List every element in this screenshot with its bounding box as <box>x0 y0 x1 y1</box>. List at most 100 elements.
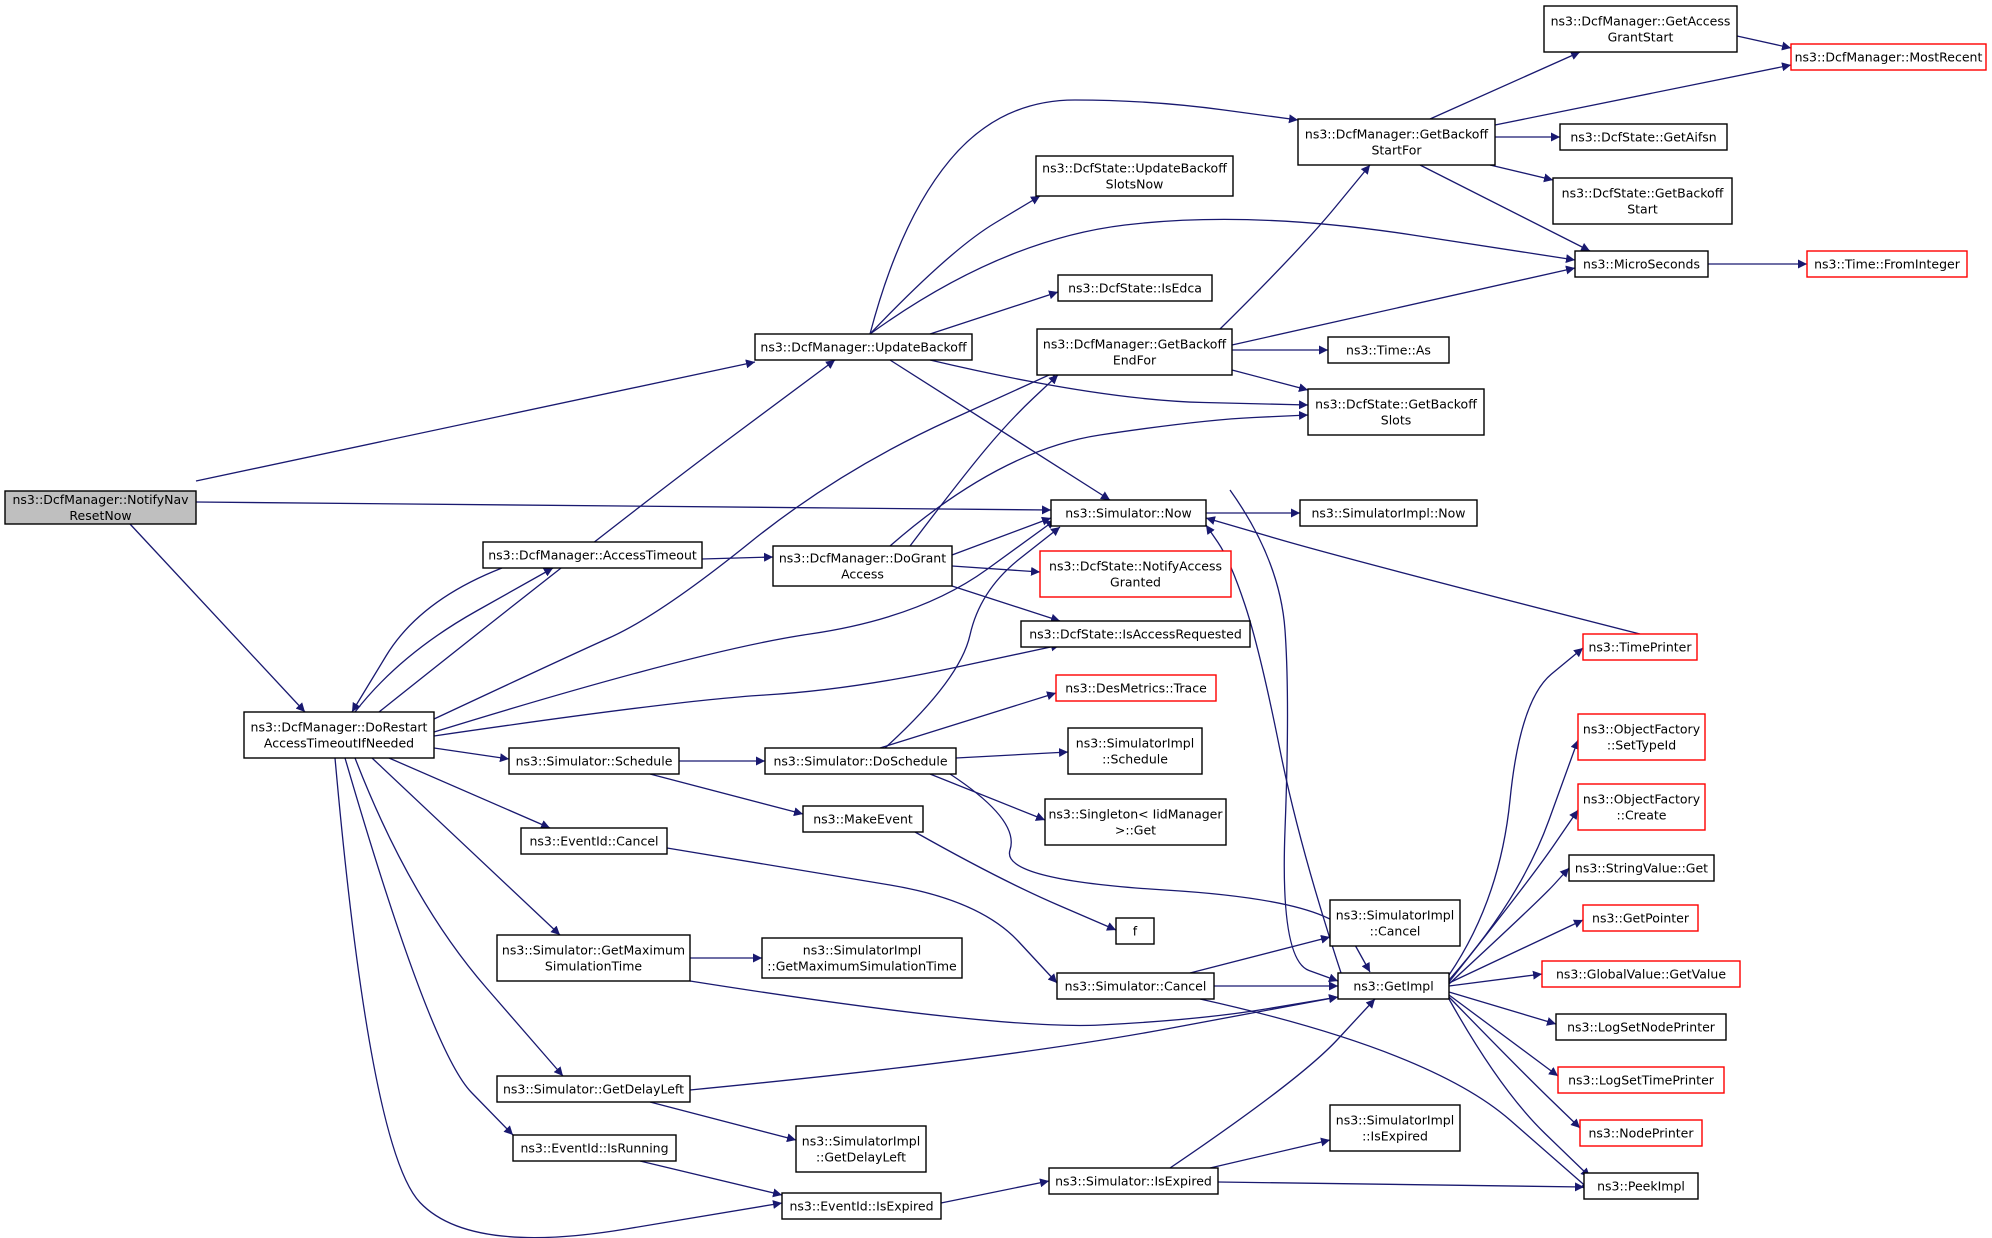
edge-dogrant-to-isaccessreq <box>951 585 1061 623</box>
node-mostrecent[interactable]: ns3::DcfManager::MostRecent <box>1790 43 1987 71</box>
node-getdelayleft[interactable]: ns3::Simulator::GetDelayLeft <box>496 1075 691 1103</box>
node-peekimpl[interactable]: ns3::PeekImpl <box>1583 1172 1699 1200</box>
node-label: StartFor <box>1371 143 1422 158</box>
node-box <box>1057 274 1213 302</box>
node-sched[interactable]: ns3::Simulator::Schedule <box>508 747 680 775</box>
edge-dorestart-to-updatebackoff <box>378 359 836 713</box>
node-isaccessreq[interactable]: ns3::DcfState::IsAccessRequested <box>1020 620 1251 648</box>
edge-getmaxsim-to-getimpl <box>689 980 1339 1027</box>
node-label: ns3::DcfState::GetBackoff <box>1562 186 1724 201</box>
node-simcancel[interactable]: ns3::Simulator::Cancel <box>1056 972 1215 1000</box>
node-box <box>1568 854 1715 882</box>
node-label: ns3::DcfState::IsEdca <box>1068 281 1202 296</box>
node-getimpl[interactable]: ns3::GetImpl <box>1337 972 1450 1000</box>
node-desmetrics[interactable]: ns3::DesMetrics::Trace <box>1055 674 1217 702</box>
edge-getimpl-to-globalget <box>1448 970 1543 987</box>
node-label: ns3::MicroSeconds <box>1583 257 1700 272</box>
node-box <box>1307 388 1485 436</box>
node-label: ns3::SimulatorImpl::Now <box>1311 506 1465 521</box>
node-implcancel[interactable]: ns3::SimulatorImpl::Cancel <box>1329 899 1461 947</box>
node-evisexpired[interactable]: ns3::EventId::IsExpired <box>781 1192 942 1220</box>
node-label: ns3::PeekImpl <box>1597 1179 1685 1194</box>
node-label: ns3::DcfState::UpdateBackoff <box>1042 161 1227 176</box>
node-label: ns3::Simulator::Cancel <box>1065 979 1207 994</box>
edge-notifynav-to-updatebackoff <box>195 359 756 482</box>
edge-doschedule-to-singleton <box>929 773 1046 821</box>
node-stringget[interactable]: ns3::StringValue::Get <box>1568 854 1715 882</box>
node-makeevent[interactable]: ns3::MakeEvent <box>802 805 924 833</box>
node-label: ns3::GetPointer <box>1592 911 1690 926</box>
node-updatebackoff[interactable]: ns3::DcfManager::UpdateBackoff <box>754 333 973 361</box>
node-singleton[interactable]: ns3::Singleton< IidManager>::Get <box>1044 798 1227 846</box>
node-nodeprinter[interactable]: ns3::NodePrinter <box>1579 1119 1703 1147</box>
node-isrunning[interactable]: ns3::EventId::IsRunning <box>512 1134 677 1162</box>
node-label: ns3::Simulator::DoSchedule <box>773 754 947 769</box>
edge-getimpl-to-logtime <box>1448 994 1559 1077</box>
edge-dorestart-to-now <box>433 519 1056 733</box>
edge-dogrant-to-updatebackoff <box>909 374 1059 547</box>
node-isedca[interactable]: ns3::DcfState::IsEdca <box>1057 274 1213 302</box>
node-lognode[interactable]: ns3::LogSetNodePrinter <box>1555 1013 1727 1041</box>
node-implisexpired[interactable]: ns3::SimulatorImpl::IsExpired <box>1329 1104 1461 1152</box>
node-label: Slots <box>1381 413 1411 428</box>
node-timeprinter[interactable]: ns3::TimePrinter <box>1582 633 1698 661</box>
edge-simisexpired-to-implisexpired <box>1209 1137 1331 1169</box>
node-timeas[interactable]: ns3::Time::As <box>1327 336 1450 364</box>
node-now[interactable]: ns3::Simulator::Now <box>1050 499 1207 527</box>
node-implgetdelay[interactable]: ns3::SimulatorImpl::GetDelayLeft <box>795 1125 927 1173</box>
edge-simcancel-to-peekimpl <box>1199 998 1591 1191</box>
node-box <box>1582 633 1698 661</box>
edge-makeevent-to-f <box>914 831 1117 931</box>
node-getpointer[interactable]: ns3::GetPointer <box>1582 904 1699 932</box>
node-doschedule[interactable]: ns3::Simulator::DoSchedule <box>764 747 957 775</box>
node-label: ns3::Simulator::Schedule <box>516 754 673 769</box>
node-f[interactable]: f <box>1115 917 1155 945</box>
node-label: ns3::LogSetTimePrinter <box>1568 1073 1715 1088</box>
edge-getimpl-to-lognode <box>1448 991 1557 1026</box>
edge-dorestart-to-evcancel <box>388 757 551 829</box>
edge-sched-to-makeevent <box>649 773 804 817</box>
node-implschedule[interactable]: ns3::SimulatorImpl::Schedule <box>1067 727 1203 775</box>
node-label: ns3::MakeEvent <box>813 812 913 827</box>
node-box <box>1559 123 1728 151</box>
node-objcreate[interactable]: ns3::ObjectFactory::Create <box>1577 783 1706 831</box>
node-label: ns3::DcfState::GetAifsn <box>1570 130 1716 145</box>
edge-dorestart-to-getmaxsim <box>371 757 561 936</box>
node-logtime[interactable]: ns3::LogSetTimePrinter <box>1557 1066 1725 1094</box>
node-getmaxsim[interactable]: ns3::Simulator::GetMaximumSimulationTime <box>496 934 691 982</box>
node-globalget[interactable]: ns3::GlobalValue::GetValue <box>1541 960 1741 988</box>
node-implnow[interactable]: ns3::SimulatorImpl::Now <box>1299 499 1478 527</box>
node-box <box>243 711 435 759</box>
node-getaifsn[interactable]: ns3::DcfState::GetAifsn <box>1559 123 1728 151</box>
node-fromint[interactable]: ns3::Time::FromInteger <box>1806 250 1968 278</box>
edge-dogrant-to-notifyaccess <box>951 565 1041 576</box>
node-dorestart[interactable]: ns3::DcfManager::DoRestartAccessTimeoutI… <box>243 711 435 759</box>
edge-doschedule-to-now <box>884 526 1061 749</box>
node-box <box>1327 336 1450 364</box>
node-label: ns3::NodePrinter <box>1588 1126 1694 1141</box>
node-implgetmax[interactable]: ns3::SimulatorImpl::GetMaximumSimulation… <box>761 937 963 979</box>
node-evcancel[interactable]: ns3::EventId::Cancel <box>520 827 668 855</box>
node-objsettypeid[interactable]: ns3::ObjectFactory::SetTypeId <box>1577 713 1706 761</box>
edge-updatebackoff-to-getbackoffstart <box>869 99 1299 335</box>
node-microseconds[interactable]: ns3::MicroSeconds <box>1574 250 1709 278</box>
node-accesstimeout[interactable]: ns3::DcfManager::AccessTimeout <box>482 541 703 569</box>
edge-getimpl-to-stringget <box>1448 867 1570 985</box>
node-box <box>1044 798 1227 846</box>
node-simisexpired[interactable]: ns3::Simulator::IsExpired <box>1048 1167 1219 1195</box>
node-box <box>1329 1104 1461 1152</box>
edge-evisexpired-to-simisexpired <box>940 1178 1050 1204</box>
node-label: ns3::StringValue::Get <box>1575 861 1708 876</box>
edge-notifynav-to-dorestart <box>129 523 306 713</box>
node-box <box>1541 960 1741 988</box>
node-label: ns3::DcfManager::GetBackoff <box>1305 127 1489 142</box>
